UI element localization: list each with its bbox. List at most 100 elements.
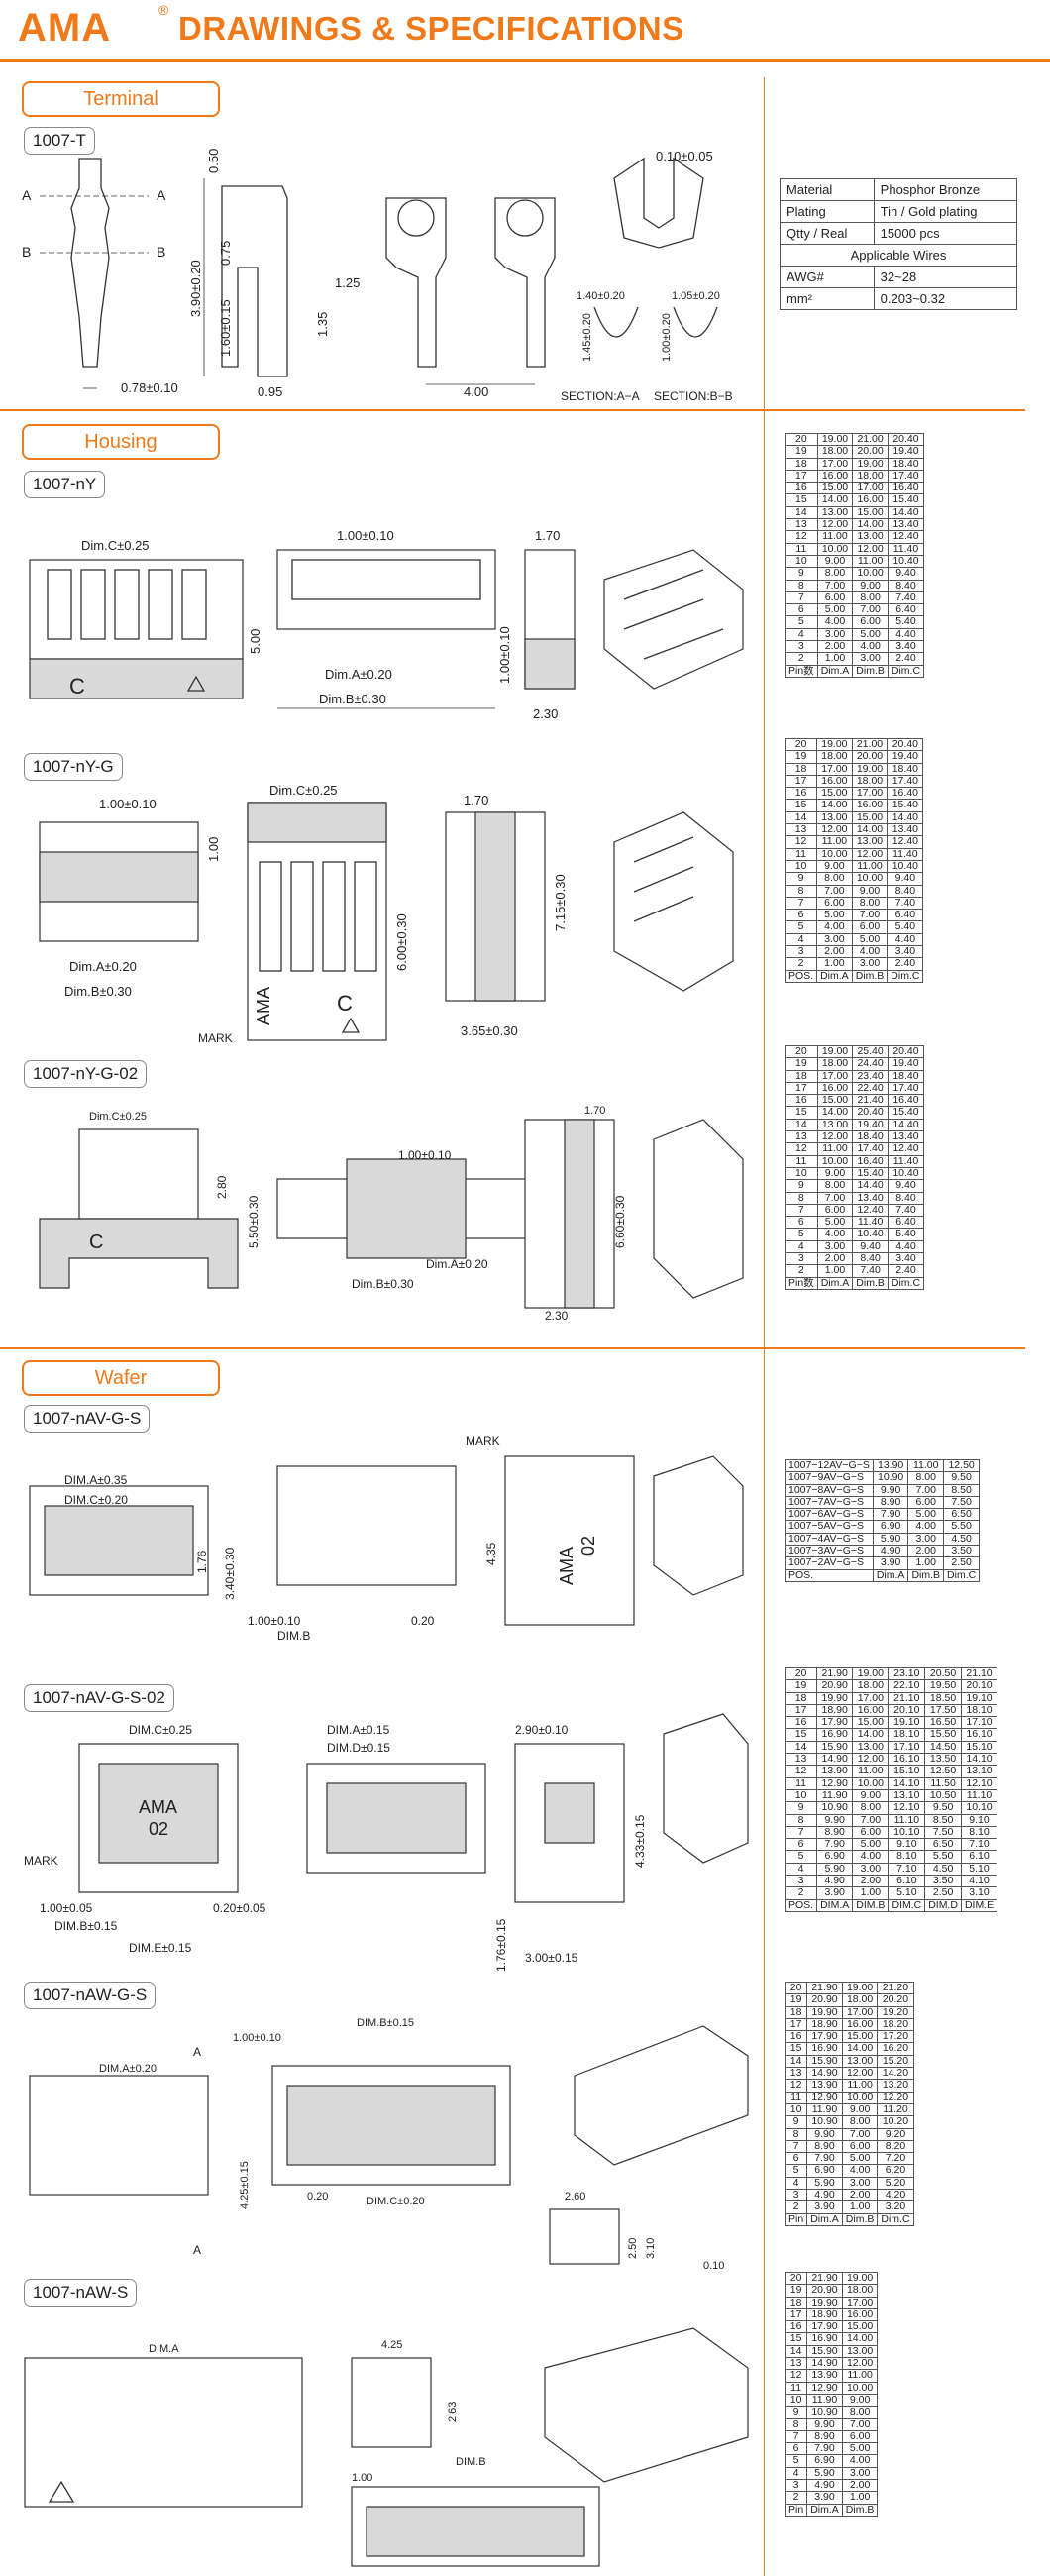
table-cell: 7 [784,2139,808,2154]
table-cell: 2 [784,1886,818,1900]
dim-176: 1.76 [195,1550,209,1573]
table-cell: 4.90 [806,2189,843,2202]
table-cell: 15.40 [852,1166,889,1181]
dim-260: 2.60 [565,2191,585,2202]
table-cell: 2 [784,957,818,971]
table-cell: 13.40 [887,1130,925,1144]
table-cell: Pin数 [785,664,818,678]
dim-a-g: Dim.A±0.20 [69,959,137,974]
table-cell: 19.40 [887,1057,925,1071]
table-cell: 10.00 [852,1776,890,1790]
table-cell: 19.40 [887,750,924,764]
table-cell: 18.40 [852,1130,889,1144]
table-cell: 20.40 [852,1106,889,1120]
dim-340: 3.40±0.30 [223,1547,237,1600]
housing-ny-iso [603,549,744,690]
dim-300: 3.00±0.15 [525,1951,578,1965]
table-cell: 8.20 [877,2139,914,2154]
table-cell: 10 [784,2102,808,2117]
table-cell: 17 [784,2017,808,2032]
table-cell: 12.90 [816,1776,854,1790]
ama-w: AMA [557,1547,577,1585]
table-cell: 17.00 [816,1069,854,1083]
table-cell: 17 [785,1081,818,1096]
table-cell: 7.00 [841,2127,879,2141]
table-cell: 3.00 [852,1862,890,1877]
table-cell: 12.90 [806,2381,843,2395]
table-cell: 11.90 [816,1788,854,1803]
table-cell: 17.50 [924,1703,962,1718]
dim-176015: 1.76±0.15 [494,1918,508,1972]
dim-160: 1.60±0.15 [218,299,233,357]
table-cell: 1.00 [841,2200,879,2214]
table-cell: 14.40 [887,505,925,520]
table-cell: 17 [784,2308,808,2322]
table-cell: 4.00 [841,2454,879,2468]
table-cell: 1007−12AV−G−S [785,1458,874,1473]
table-cell: 5.40 [887,1228,925,1241]
table-cell: 16.00 [851,799,889,812]
part-label-1007-nav-g-s-02: 1007-nAV-G-S-02 [24,1684,174,1712]
dim-c-aw: DIM.C±0.20 [367,2196,425,2207]
table-cell: 18.00 [841,2284,879,2298]
table-cell: 17 [785,469,818,483]
table-cell: 11.40 [887,1154,925,1168]
table-cell: 18.00 [852,1679,890,1693]
table-cell: 7.00 [907,1483,945,1497]
dim-b015: DIM.B±0.15 [54,1919,118,1933]
table-cell: 13 [784,2357,808,2371]
table-cell: 8.40 [887,1191,925,1205]
dim-435: 4.35 [484,1542,498,1565]
table-cell: 14 [784,1740,818,1755]
dim-100-naws: 1.00 [352,2472,372,2484]
table-cell: 1.00 [852,1886,890,1900]
table-cell: 14.00 [852,1728,890,1742]
table-cell: 16 [784,2030,808,2044]
table-cell: 15 [785,1106,818,1120]
table-cell: 21.90 [806,2271,843,2286]
table-cell: 9.40 [852,1239,889,1254]
table-cell: 10.90 [806,2406,843,2419]
table-cell: 3.90 [872,1556,909,1570]
table-cell: 3.00 [816,1239,854,1254]
table-cell: 6 [784,2152,808,2166]
table-cell: 10.90 [806,2115,843,2129]
table-cell: 7.90 [872,1508,909,1522]
table-cell: 9.40 [887,567,925,581]
table-cell: 13.00 [852,1740,890,1755]
housing-nyg-iso [613,811,734,992]
table-cell: 4.00 [816,615,854,629]
table-cell: 12.10 [960,1776,998,1790]
wafer-navgs02-side: 2.90±0.10 4.33±0.15 1.76±0.15 3.00±0.15 [494,1723,647,1972]
dim-c-w02: DIM.C±0.25 [129,1723,192,1737]
table-cell: 7.40 [887,1203,925,1218]
wafer-naws-iso [544,2327,749,2483]
table-cell: 12.00 [852,542,889,556]
table-cell: 1.00 [816,1264,854,1278]
table-cell: 15 [785,493,818,507]
table-cell: 2.50 [943,1556,981,1570]
table-cell: 19.40 [887,445,925,459]
housing-ny-side: 1.70 2.30 1.00±0.10 [497,528,576,721]
table-cell: 4.50 [943,1532,981,1547]
table-cell: Pin数 [785,1276,818,1290]
table-cell: 7.00 [852,603,889,617]
table-cell: Pin [784,2503,808,2517]
table-cell: 21.90 [816,1666,854,1681]
